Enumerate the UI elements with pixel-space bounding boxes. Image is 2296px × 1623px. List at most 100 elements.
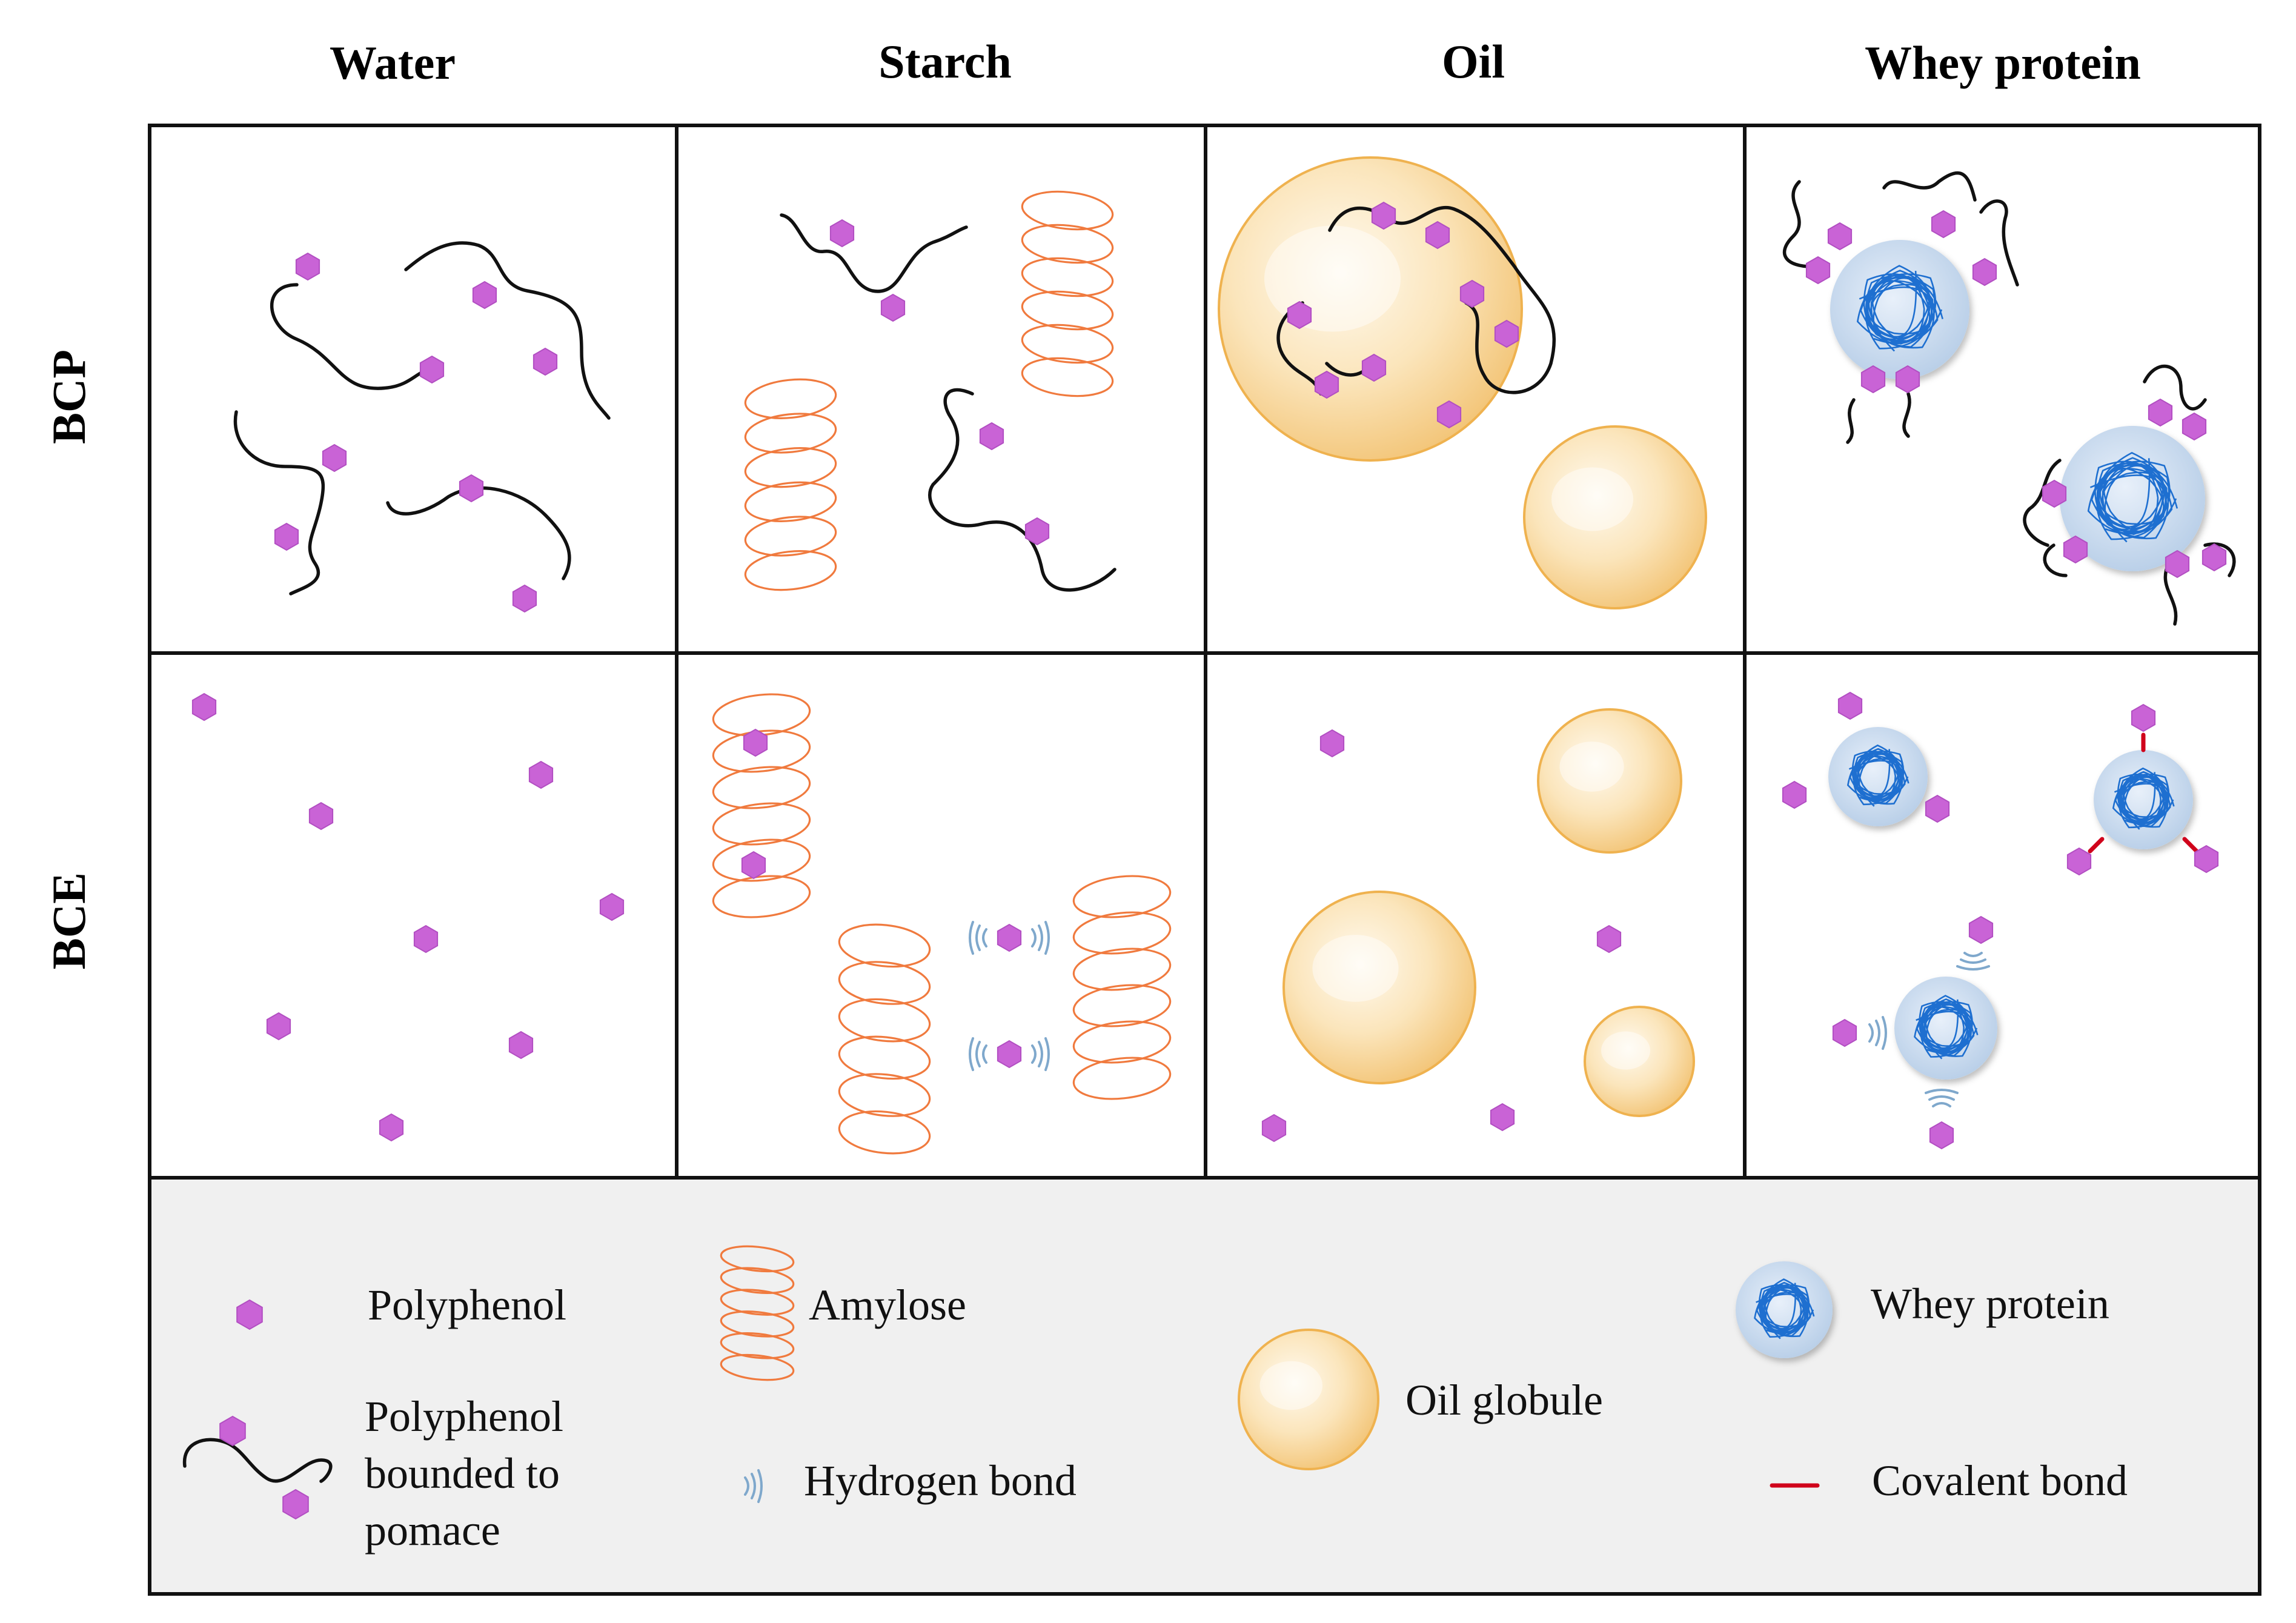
legend-icons <box>182 1245 1833 1520</box>
whey-protein <box>1736 1261 1833 1358</box>
helix-turn <box>744 378 837 419</box>
helix-turn <box>720 1310 795 1338</box>
amylose-helix <box>712 693 811 918</box>
legend-label-whey-protein: Whey protein <box>1871 1279 2109 1328</box>
whey-protein-body <box>2094 750 2193 849</box>
legend-label-bound-line1: Polyphenol <box>365 1392 563 1441</box>
polyphenol-icon <box>979 422 1004 451</box>
whey-protein-network <box>1754 1278 1815 1339</box>
helix-turn <box>1021 224 1114 264</box>
polyphenol-icon <box>508 1031 534 1060</box>
polyphenol-icon <box>528 760 554 789</box>
helix-turn <box>838 923 931 968</box>
helix-turn <box>744 447 837 488</box>
polyphenol-icon <box>419 355 445 384</box>
polyphenol-icon <box>295 252 320 281</box>
polyphenol-icon <box>880 293 906 322</box>
helix-turn <box>720 1267 795 1294</box>
hydrogen-bond-icon <box>1868 1016 1887 1050</box>
polyphenol-icon <box>322 443 347 473</box>
legend: Polyphenol Polyphenol bounded to pomace … <box>148 1176 2261 1596</box>
covalent-bond-line <box>2088 837 2105 854</box>
hydrogen-bond-arc <box>751 1473 756 1499</box>
amylose-helix <box>720 1245 795 1381</box>
whey-protein-body <box>1828 727 1928 826</box>
oil-globule-body <box>1523 425 1707 609</box>
polyphenol-icon <box>308 802 334 831</box>
hydrogen-bond-icon <box>1956 952 1990 971</box>
column-headers: Water Starch Oil Whey protein <box>330 35 2141 89</box>
polyphenol-icon <box>741 851 766 880</box>
polyphenol-icon <box>1968 915 1994 944</box>
hydrogen-bond-arc <box>1956 965 1990 971</box>
panel-bcp-water <box>233 241 611 613</box>
panel-bcp-oil <box>1218 156 1707 609</box>
helix-turn <box>838 1110 931 1155</box>
hydrogen-bond-arc <box>1882 1016 1887 1050</box>
helix-turn <box>744 550 837 591</box>
oil-globule-body <box>1238 1329 1379 1470</box>
hydrogen-bond-arc <box>757 1469 763 1503</box>
legend-label-polyphenol: Polyphenol <box>368 1281 566 1329</box>
helix-turn <box>744 481 837 522</box>
oil-globule-highlight <box>1312 935 1399 1002</box>
hydrogen-bond-arc <box>982 928 987 948</box>
polyphenol-icon <box>191 692 217 722</box>
polyphenol-icon <box>1895 365 1920 394</box>
helix-turn <box>1072 948 1172 991</box>
hydrogen-bond-arc <box>975 924 981 951</box>
helix-turn <box>720 1245 795 1273</box>
hydrogen-bond-arc <box>744 1476 749 1496</box>
whey-protein-network <box>1846 744 1909 807</box>
polyphenol-icon <box>533 347 558 376</box>
pomace-chain <box>270 283 432 390</box>
whey-protein-body <box>2060 426 2205 571</box>
pomace-chain <box>386 486 571 580</box>
polyphenol-icon <box>274 522 299 551</box>
pomace-chain <box>1882 171 1977 202</box>
pomace-chain <box>2023 459 2062 547</box>
polyphenol-icon <box>379 1113 404 1142</box>
helix-turn <box>720 1353 795 1381</box>
hydrogen-bond-arc <box>969 921 974 955</box>
hydrogen-bond-arc <box>1875 1020 1880 1046</box>
oil-globule <box>1238 1329 1379 1470</box>
hydrogen-bond-arc <box>1044 1037 1050 1071</box>
oil-globule <box>1537 708 1682 854</box>
amylose-helix <box>1072 875 1172 1100</box>
pomace-chain <box>1902 392 1911 438</box>
hydrogen-bond-arc <box>1928 1095 1955 1101</box>
polyphenol-icon <box>1024 517 1050 546</box>
polyphenol-icon <box>1261 1114 1287 1143</box>
panel-bce-starch <box>712 693 1172 1155</box>
oil-globule-highlight <box>1559 742 1624 792</box>
legend-box <box>148 1176 2261 1596</box>
pomace-chain <box>404 241 611 420</box>
whey-protein <box>2094 750 2193 849</box>
oil-globule-highlight <box>1551 467 1633 531</box>
helix-turn <box>744 516 837 557</box>
whey-protein <box>1894 977 1997 1080</box>
whey-protein-network <box>1856 265 1943 352</box>
helix-turn <box>1072 984 1172 1027</box>
hydrogen-bond-arc <box>1038 924 1043 951</box>
helix-turn <box>720 1289 795 1316</box>
polyphenol-icon <box>1361 353 1387 382</box>
hydrogen-bond-arc <box>1044 921 1050 955</box>
polyphenol-icon <box>743 728 768 757</box>
polyphenol-icon <box>1832 1018 1857 1047</box>
polyphenol-icon <box>829 219 855 248</box>
amylose-helix <box>838 923 931 1155</box>
column-header-starch: Starch <box>878 35 1012 88</box>
helix-turn <box>712 838 811 882</box>
row-header-bce: BCE <box>42 872 95 969</box>
pomace-chain <box>780 213 968 293</box>
hydrogen-bond-icon <box>1925 1089 1959 1107</box>
polyphenol-icon <box>219 1415 246 1447</box>
hydrogen-bond-icon <box>1031 921 1050 955</box>
polyphenol-icon <box>2148 398 2173 427</box>
panel-bce-whey-protein <box>1782 691 2219 1150</box>
polyphenol-icon <box>2042 479 2067 508</box>
polyphenol-icon <box>512 584 537 613</box>
